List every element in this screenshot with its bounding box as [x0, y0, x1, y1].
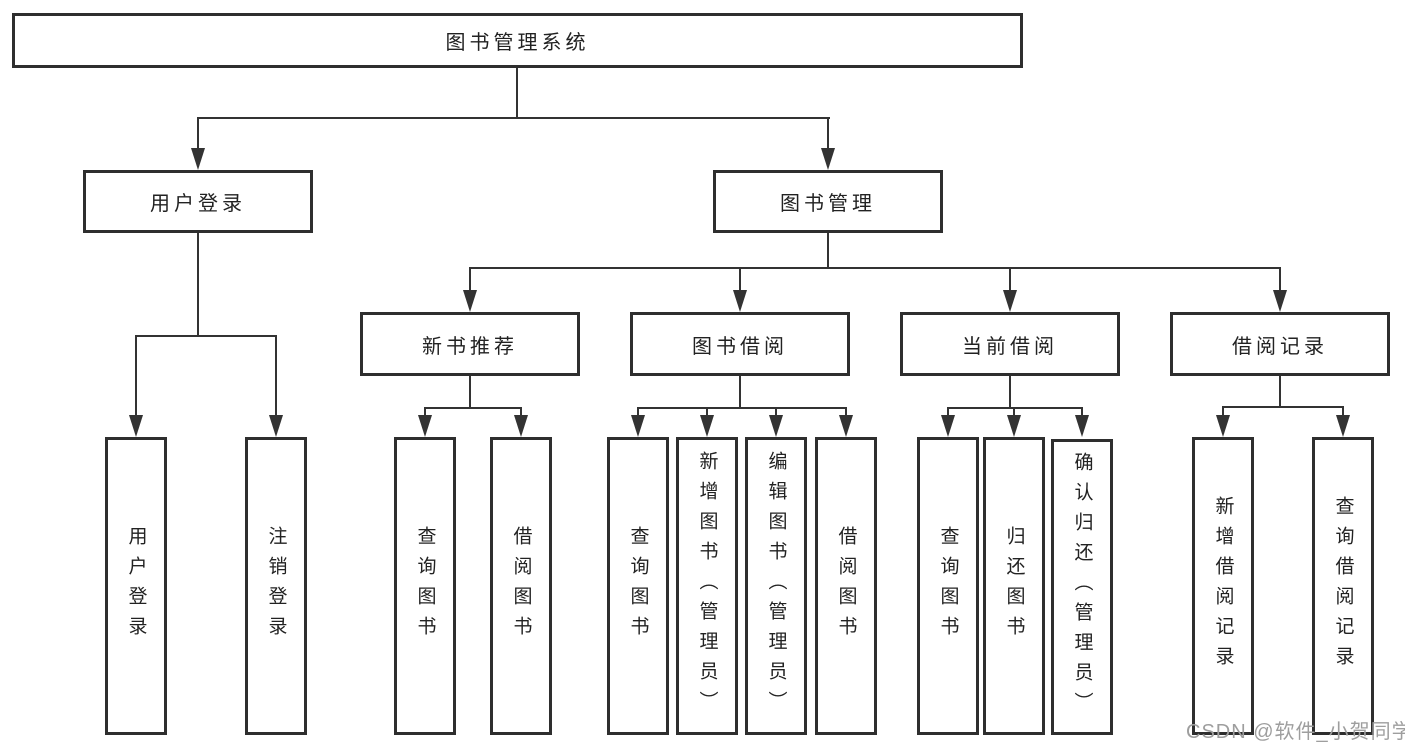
- connector-bracket: [424, 407, 522, 409]
- connector-stem: [827, 233, 829, 268]
- arrow-down-icon: [1007, 415, 1021, 437]
- node-label: 确认归还（管理员）: [1071, 452, 1093, 722]
- leaf-query-books-recommend: 查询图书: [394, 437, 456, 735]
- node-label: 借阅记录: [1232, 335, 1328, 358]
- connector-root-stem: [516, 68, 518, 118]
- leaf-return-book: 归还图书: [983, 437, 1045, 735]
- connector-stem: [1081, 408, 1083, 416]
- node-book-borrow: 图书借阅: [630, 312, 850, 376]
- arrow-down-icon: [700, 415, 714, 437]
- arrow-down-icon: [1273, 290, 1287, 312]
- arrow-down-icon: [514, 415, 528, 437]
- node-label: 借阅图书: [510, 526, 532, 646]
- arrow-down-icon: [129, 415, 143, 437]
- connector-stem: [706, 408, 708, 416]
- connector-stem: [197, 233, 199, 336]
- leaf-confirm-return-admin: 确认归还（管理员）: [1051, 439, 1113, 735]
- connector-stem: [1013, 408, 1015, 416]
- connector-stem: [845, 408, 847, 416]
- connector-stem: [135, 336, 137, 415]
- node-book-management: 图书管理: [713, 170, 943, 233]
- connector-stem: [1222, 407, 1224, 416]
- leaf-logout: 注销登录: [245, 437, 307, 735]
- connector-stem: [424, 408, 426, 416]
- node-label: 图书管理系统: [445, 32, 590, 54]
- node-label: 当前借阅: [962, 335, 1058, 358]
- arrow-down-icon: [463, 290, 477, 312]
- node-label: 用户登录: [150, 193, 246, 215]
- leaf-query-borrow-record: 查询借阅记录: [1312, 437, 1374, 735]
- arrow-down-icon: [839, 415, 853, 437]
- arrow-down-icon: [631, 415, 645, 437]
- connector-stem: [1342, 407, 1344, 416]
- node-label: 归还图书: [1003, 526, 1025, 646]
- arrow-down-icon: [191, 148, 205, 170]
- leaf-query-books-current: 查询图书: [917, 437, 979, 735]
- node-label: 查询图书: [414, 526, 436, 646]
- connector-stem: [1009, 376, 1011, 408]
- watermark-text: CSDN @软件_小贺同学: [1186, 721, 1405, 743]
- connector-bracket: [637, 407, 847, 409]
- node-library-system: 图书管理系统: [12, 13, 1023, 68]
- connector-stem: [947, 408, 949, 416]
- node-label: 注销登录: [265, 526, 287, 646]
- leaf-user-login: 用户登录: [105, 437, 167, 735]
- arrow-down-icon: [1003, 290, 1017, 312]
- connector-bracket: [1222, 406, 1344, 408]
- arrow-down-icon: [1075, 415, 1089, 437]
- leaf-borrow-books-recommend: 借阅图书: [490, 437, 552, 735]
- arrow-down-icon: [769, 415, 783, 437]
- leaf-query-books-borrow: 查询图书: [607, 437, 669, 735]
- connector-level2-bus: [197, 117, 830, 119]
- arrow-down-icon: [941, 415, 955, 437]
- connector-bracket: [135, 335, 277, 337]
- connector-stem: [1279, 268, 1281, 290]
- leaf-add-borrow-record: 新增借阅记录: [1192, 437, 1254, 735]
- node-label: 图书管理: [780, 193, 876, 215]
- node-label: 查询图书: [937, 526, 959, 646]
- connector-stem: [775, 408, 777, 416]
- node-user-login: 用户登录: [83, 170, 313, 233]
- connector-stem: [739, 268, 741, 290]
- node-label: 图书借阅: [692, 335, 788, 358]
- connector-stem: [275, 336, 277, 415]
- connector-level3-bus: [469, 267, 1281, 269]
- arrow-down-icon: [269, 415, 283, 437]
- arrow-down-icon: [821, 148, 835, 170]
- node-label: 查询借阅记录: [1332, 496, 1354, 676]
- leaf-add-book-admin: 新增图书（管理员）: [676, 437, 738, 735]
- connector-stem: [827, 118, 829, 149]
- leaf-edit-book-admin: 编辑图书（管理员）: [745, 437, 807, 735]
- node-label: 编辑图书（管理员）: [765, 451, 787, 721]
- connector-stem: [469, 268, 471, 290]
- node-label: 用户登录: [125, 526, 147, 646]
- connector-bracket: [947, 407, 1083, 409]
- node-new-book-recommend: 新书推荐: [360, 312, 580, 376]
- connector-stem: [520, 408, 522, 416]
- connector-stem: [469, 376, 471, 408]
- node-label: 新增图书（管理员）: [696, 451, 718, 721]
- node-label: 查询图书: [627, 526, 649, 646]
- arrow-down-icon: [418, 415, 432, 437]
- node-label: 新增借阅记录: [1212, 496, 1234, 676]
- connector-stem: [637, 408, 639, 416]
- node-label: 新书推荐: [422, 335, 518, 358]
- connector-stem: [197, 118, 199, 149]
- connector-stem: [1009, 268, 1011, 290]
- arrow-down-icon: [733, 290, 747, 312]
- node-label: 借阅图书: [835, 526, 857, 646]
- connector-stem: [1279, 376, 1281, 407]
- connector-stem: [739, 376, 741, 408]
- leaf-borrow-books-borrow: 借阅图书: [815, 437, 877, 735]
- node-borrow-records: 借阅记录: [1170, 312, 1390, 376]
- arrow-down-icon: [1336, 415, 1350, 437]
- arrow-down-icon: [1216, 415, 1230, 437]
- node-current-borrow: 当前借阅: [900, 312, 1120, 376]
